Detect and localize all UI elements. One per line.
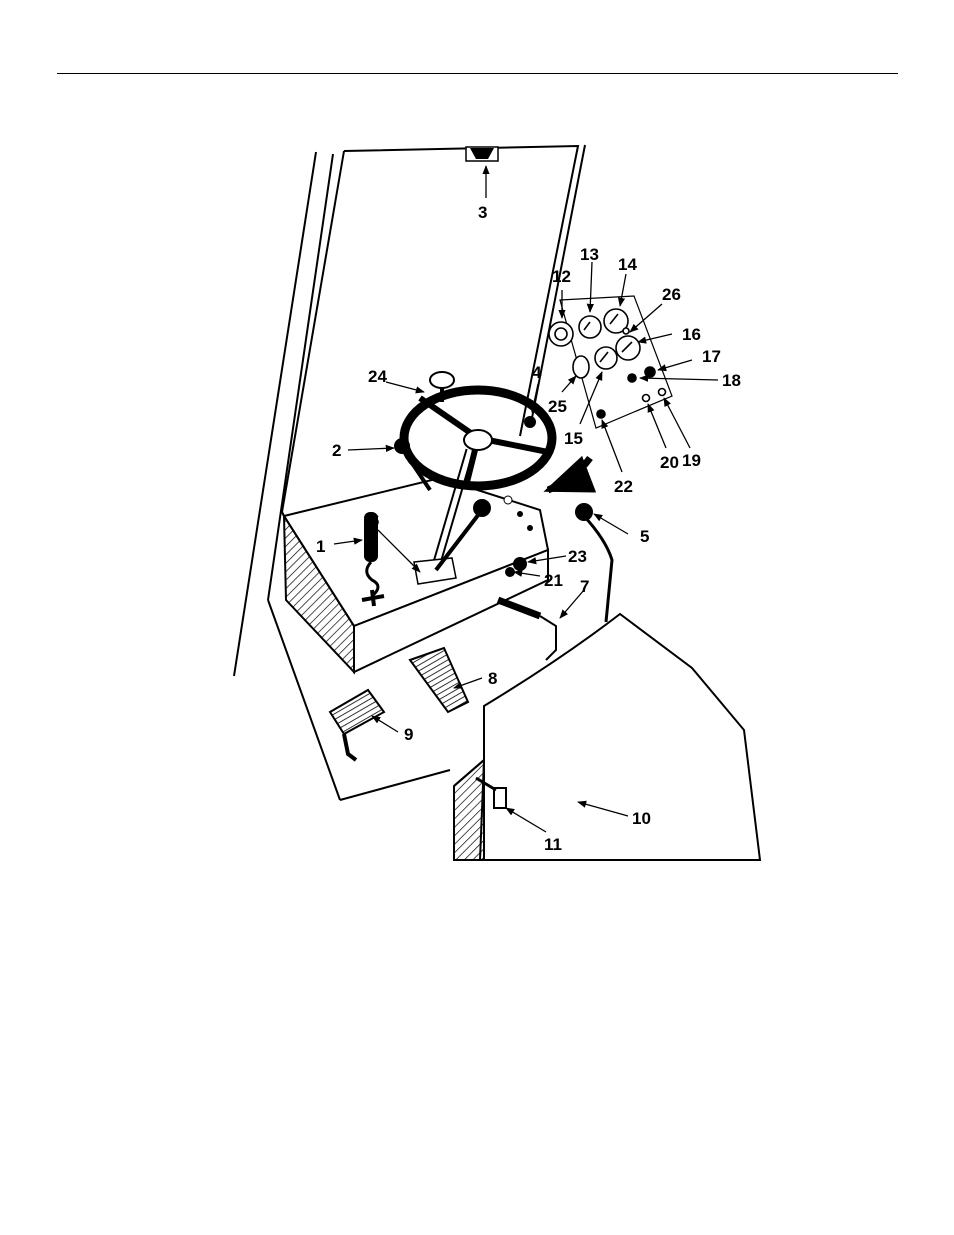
- dome-light: [465, 146, 499, 162]
- callout-labels: 3 12 13 14 26 16 17 18 24 4 25 15 2 20 1…: [316, 203, 741, 854]
- steering-wheel: [399, 371, 557, 568]
- callout-2: 2: [332, 441, 341, 460]
- callout-13: 13: [580, 245, 599, 264]
- callout-26: 26: [662, 285, 681, 304]
- callout-17: 17: [702, 347, 721, 366]
- callout-25: 25: [548, 397, 567, 416]
- leader-lines: [333, 165, 719, 833]
- lever-6: [413, 499, 491, 585]
- callout-22: 22: [614, 477, 633, 496]
- pedal-9: [328, 688, 386, 762]
- callout-12: 12: [552, 267, 571, 286]
- callout-6: 6: [370, 511, 379, 530]
- callout-16: 16: [682, 325, 701, 344]
- callout-21: 21: [544, 571, 563, 590]
- lever-2: [394, 438, 432, 492]
- callout-18: 18: [722, 371, 741, 390]
- cab-frame: [233, 144, 586, 801]
- lever-7: [496, 596, 557, 661]
- lever-5: [575, 503, 614, 623]
- callout-10: 10: [632, 809, 651, 828]
- callout-9: 9: [404, 725, 413, 744]
- pedal-8: [408, 646, 470, 714]
- callout-4: 4: [532, 363, 542, 382]
- rotation-arrow: [543, 455, 597, 494]
- callout-7: 7: [580, 577, 589, 596]
- callout-11: 11: [544, 835, 562, 854]
- callout-3: 3: [478, 203, 487, 222]
- seat: [453, 612, 762, 861]
- seat-adjust-lever: [475, 776, 507, 809]
- callout-14: 14: [618, 255, 637, 274]
- callout-1: 1: [316, 537, 325, 556]
- callout-24: 24: [368, 367, 387, 386]
- instrument-panel: [548, 295, 673, 429]
- callout-20: 20: [660, 453, 679, 472]
- header-rule: [57, 73, 898, 74]
- callout-8: 8: [488, 669, 497, 688]
- callout-19: 19: [682, 451, 701, 470]
- callout-5: 5: [640, 527, 649, 546]
- callout-15: 15: [564, 429, 583, 448]
- dash-switches: [503, 495, 533, 577]
- lever-1: [361, 512, 385, 607]
- callout-23: 23: [568, 547, 587, 566]
